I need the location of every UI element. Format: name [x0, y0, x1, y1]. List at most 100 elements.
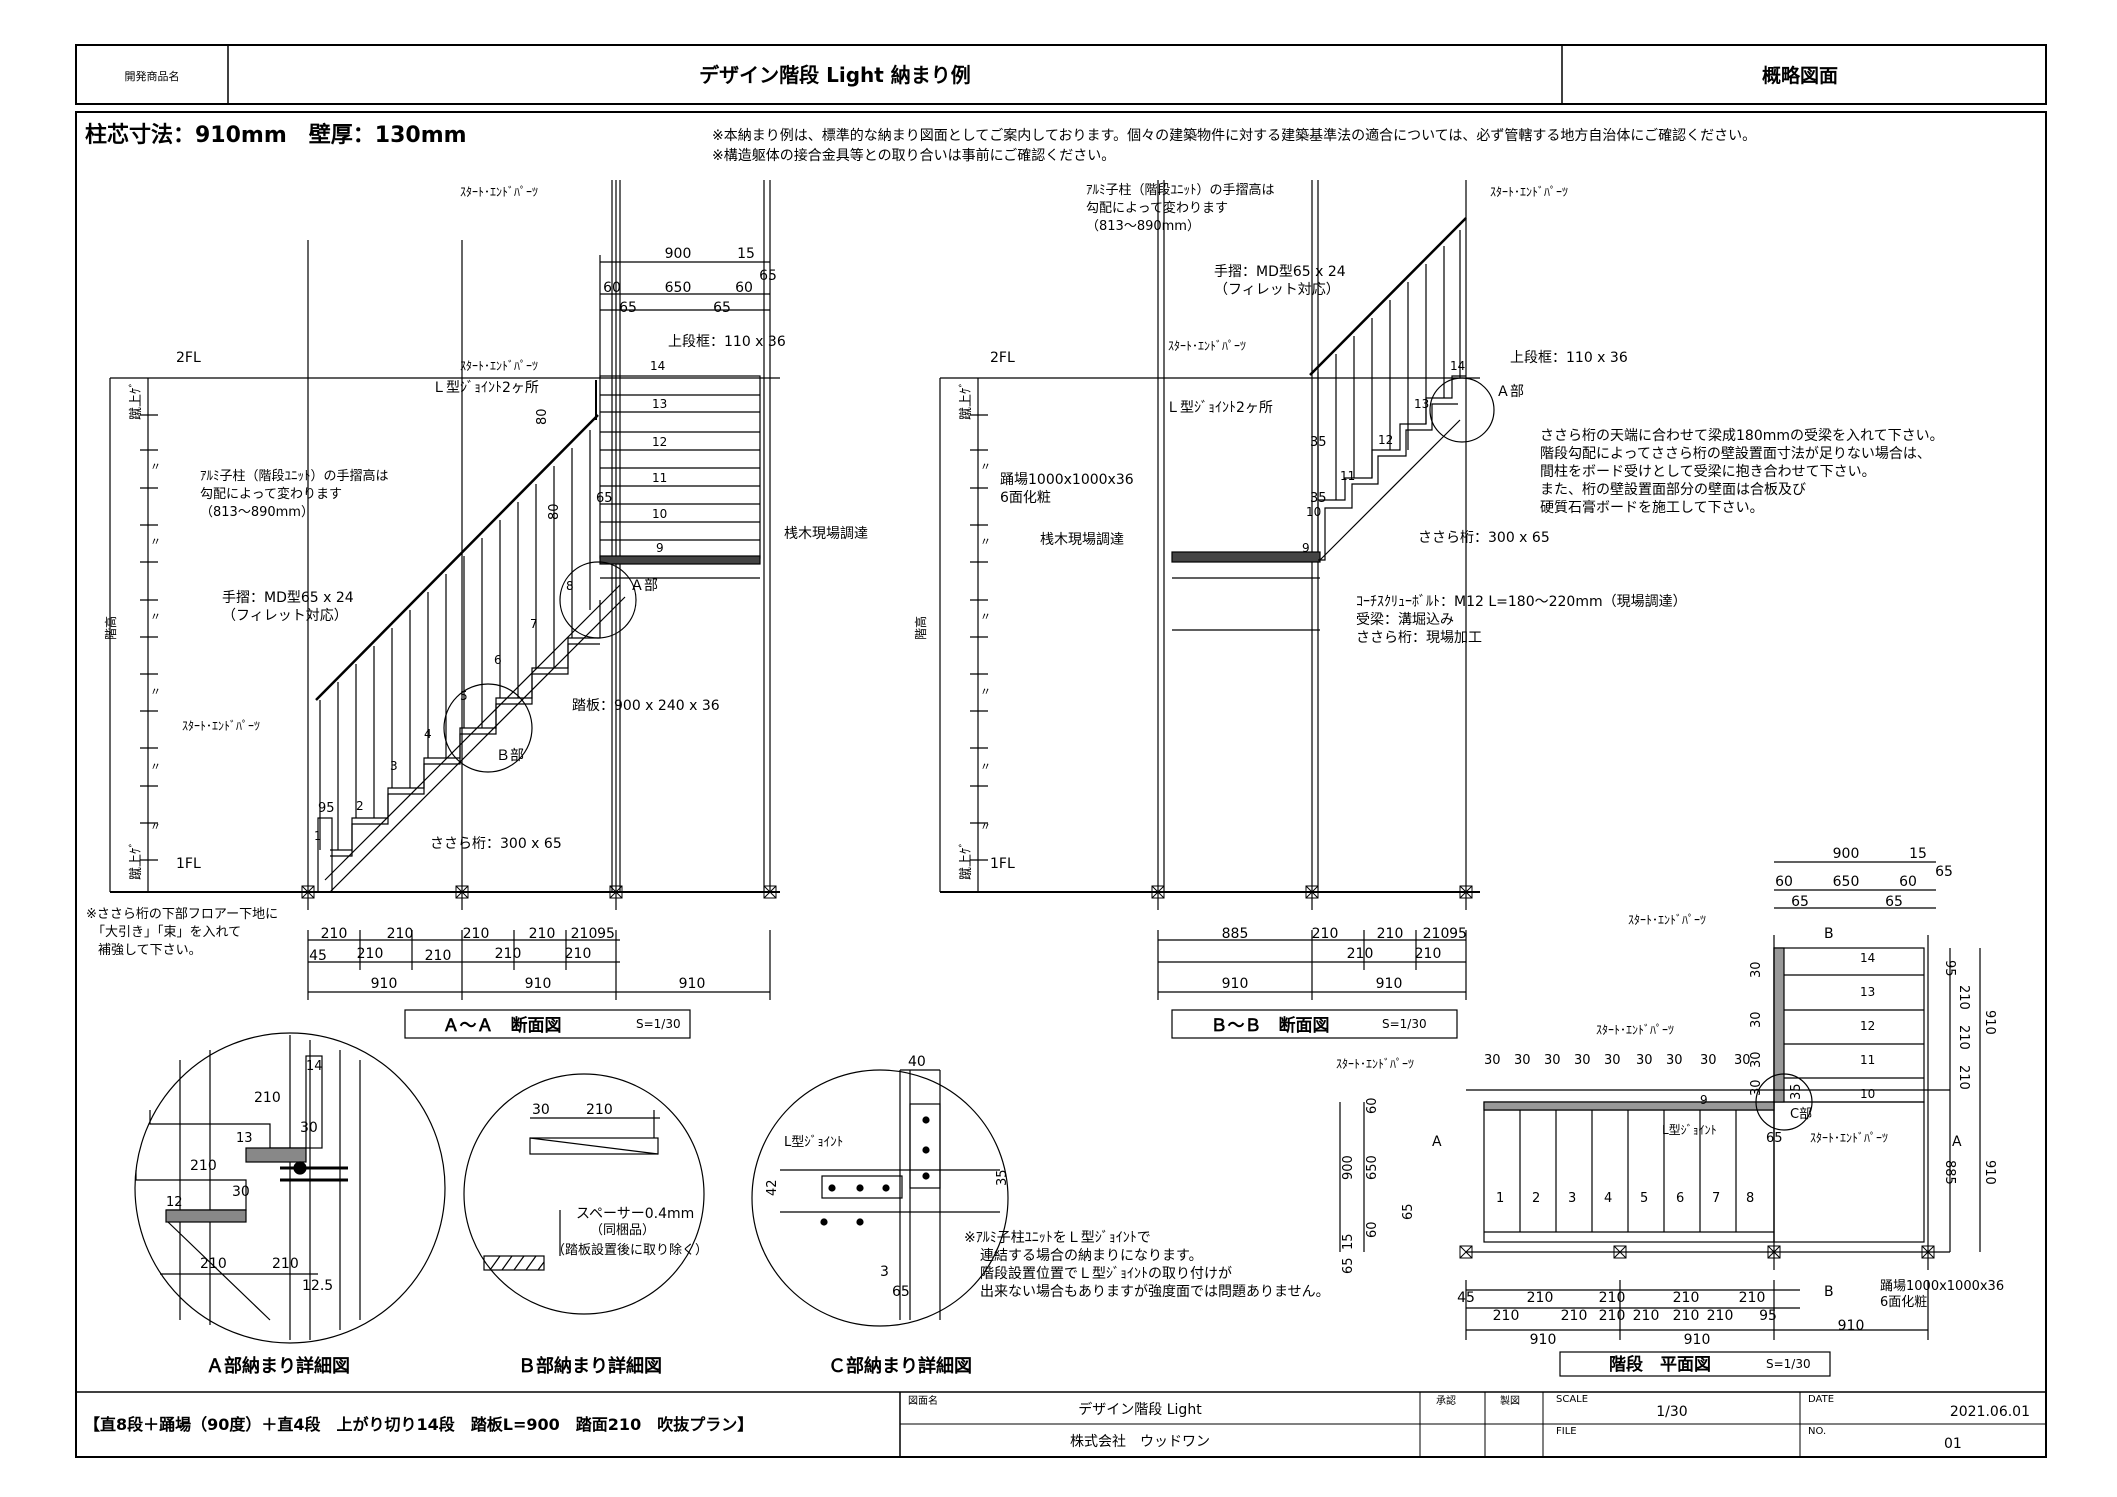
aa-scale: S=1/30	[636, 1017, 681, 1031]
aa-step-11: 11	[652, 471, 667, 485]
bb-ditto-1: 〃	[980, 460, 991, 473]
aa-rise-top: 蹴上ｹﾞ	[129, 381, 144, 420]
plan-b3-2: 910	[1838, 1318, 1865, 1334]
aa-dim-15: 15	[737, 246, 755, 262]
plan-step-13: 13	[1860, 985, 1875, 999]
bb-ditto-3: 〃	[980, 610, 991, 623]
aa-dim-60a: 60	[603, 280, 621, 296]
bb-floor-height: 階高	[913, 616, 928, 640]
section-bb-supports	[1151, 885, 1473, 899]
bb-baluster-2: 勾配によって変わります	[1086, 200, 1228, 216]
plan-30-7: 30	[1700, 1053, 1717, 1068]
plan-step-4: 4	[1604, 1191, 1612, 1206]
plan-30-8: 30	[1734, 1053, 1751, 1068]
bb-landing-1: 踊場1000x1000x36	[1000, 472, 1134, 488]
plan-drawing	[1339, 861, 1981, 1377]
aa-b1-4: 210	[571, 926, 598, 942]
aa-dim-60b: 60	[735, 280, 753, 296]
aa-ditto-2: 〃	[150, 535, 161, 548]
plan-b1-6: 210	[1673, 1290, 1700, 1306]
aa-step-3: 3	[390, 759, 398, 773]
aa-step-10: 10	[652, 507, 667, 521]
bb-handrail-2: （フィレット対応）	[1214, 282, 1340, 298]
bb-b2-0: 210	[1347, 946, 1374, 962]
plan-left-65a: 65	[1341, 1257, 1356, 1274]
bb-b3-0: 910	[1222, 976, 1249, 992]
bb-fl1: 1FL	[990, 856, 1015, 872]
footer-scale: 1/30	[1656, 1404, 1687, 1420]
bb-note-5: 硬質石膏ボードを施工して下さい。	[1540, 499, 1764, 516]
aa-side-80a: 80	[535, 408, 550, 425]
plan-b-bottom: B	[1824, 1284, 1834, 1300]
bb-note-1: ささら桁の天端に合わせて梁成180mmの受梁を入れて下さい。	[1540, 428, 1944, 444]
plan-landing-1: 踊場1000x1000x36	[1880, 1279, 2004, 1294]
detail-c-note-2: 連結する場合の納まりになります。	[980, 1248, 1203, 1264]
detail-a-14: 14	[306, 1059, 323, 1074]
aa-b1-0: 210	[321, 926, 348, 942]
aa-rise-bottom: 蹴上ｹﾞ	[129, 841, 144, 880]
detail-b-30: 30	[532, 1102, 550, 1118]
footer-plan-name: 【直8段＋踊場（90度）＋直4段 上がり切り14段 踏板L=900 踏面210 …	[84, 1415, 753, 1434]
plan-part-c: C部	[1790, 1107, 1812, 1122]
aa-b3-0: 910	[371, 976, 398, 992]
aa-step-1: 1	[314, 829, 322, 843]
aa-step-5: 5	[460, 689, 468, 703]
plan-right-210a: 210	[1956, 985, 1971, 1010]
aa-title: Ａ～Ａ 断面図	[443, 1015, 562, 1036]
detail-b-spacer-2: （同梱品）	[590, 1223, 655, 1238]
aa-l-joint: Ｌ型ｼﾞｮｲﾝﾄ2ヶ所	[432, 380, 539, 396]
plan-step-5: 5	[1640, 1191, 1648, 1206]
plan-scale: S=1/30	[1766, 1357, 1811, 1371]
aa-ditto-3: 〃	[150, 610, 161, 623]
drawing-title: デザイン階段 Light 納まり例	[699, 63, 971, 87]
bb-step-12: 12	[1378, 433, 1393, 447]
plan-step-3: 3	[1568, 1191, 1576, 1206]
detail-c-65: 65	[892, 1284, 910, 1300]
detail-a-210a: 210	[254, 1090, 281, 1106]
aa-step-14: 14	[650, 359, 665, 373]
bb-stringer-work: ささら桁：現場加工	[1356, 630, 1482, 646]
footer-drawing-name-label: 図面名	[908, 1394, 938, 1407]
bb-rise-bottom: 蹴上ｹﾞ	[959, 841, 974, 880]
plan-step-14: 14	[1860, 951, 1875, 965]
aa-b1-5: 95	[597, 926, 615, 942]
bb-landing-2: 6面化粧	[1000, 490, 1051, 506]
bb-l-joint: Ｌ型ｼﾞｮｲﾝﾄ2ヶ所	[1166, 400, 1273, 416]
aa-b1-1: 210	[387, 926, 414, 942]
detail-c-40: 40	[908, 1054, 926, 1070]
aa-part-b: Ｂ部	[496, 748, 524, 764]
footer-date: 2021.06.01	[1950, 1404, 2030, 1420]
plan-top-900: 900	[1833, 846, 1860, 862]
detail-b-spacer-3: （踏板設置後に取り除く）	[552, 1242, 708, 1258]
aa-dim-900: 900	[665, 246, 692, 262]
aa-upper-frame: 上段框：110 x 36	[668, 334, 786, 350]
bb-b1-1: 210	[1312, 926, 1339, 942]
bb-step-13: 13	[1414, 397, 1429, 411]
bb-step-10: 10	[1306, 505, 1321, 519]
plan-30-3: 30	[1574, 1053, 1591, 1068]
plan-right-910b: 910	[1982, 1160, 1997, 1185]
plan-left-60a: 60	[1365, 1097, 1380, 1114]
footer-checked-label: 製図	[1500, 1394, 1520, 1407]
detail-c-title: Ｃ部納まり詳細図	[828, 1355, 972, 1377]
plan-start-end-4: ｽﾀｰﾄ･ｴﾝﾄﾞﾊﾟｰﾂ	[1810, 1131, 1888, 1145]
aa-foot-note-3: 補強して下さい。	[98, 943, 202, 958]
detail-c-note-3: 階段設置位置でＬ型ｼﾞｮｲﾝﾄの取り付けが	[980, 1266, 1232, 1282]
note-1: ※本納まり例は、標準的な納まり図面としてご案内しております。個々の建築物件に対す…	[712, 127, 1756, 144]
footer-date-label: DATE	[1808, 1394, 1834, 1405]
aa-handrail-2: （フィレット対応）	[222, 608, 348, 624]
bb-step-9: 9	[1302, 541, 1310, 555]
detail-a-30b: 30	[232, 1184, 250, 1200]
footer-no-label: NO.	[1808, 1426, 1826, 1437]
plan-left-15: 15	[1341, 1233, 1356, 1250]
plan-step-1: 1	[1496, 1191, 1504, 1206]
bb-start-end-mid: ｽﾀｰﾄ･ｴﾝﾄﾞﾊﾟｰﾂ	[1168, 339, 1246, 353]
detail-b-210: 210	[586, 1102, 613, 1118]
bb-b1-3: 210	[1423, 926, 1450, 942]
aa-step-4: 4	[424, 727, 432, 741]
aa-step-13: 13	[652, 397, 667, 411]
bb-b1-0: 885	[1222, 926, 1249, 942]
aa-part-a: Ａ部	[630, 578, 658, 594]
plan-l-joint: L型ｼﾞｮｲﾝﾄ	[1662, 1123, 1717, 1137]
bb-b1-2: 210	[1377, 926, 1404, 942]
